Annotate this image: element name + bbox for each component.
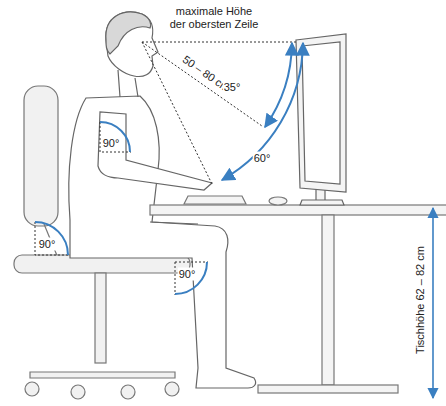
angle-label: 60° <box>253 152 272 165</box>
note-label: maximale Höhe der obersten Zeile <box>167 5 261 31</box>
sight-lines <box>142 42 296 184</box>
angle-label: 90° <box>178 268 197 281</box>
dimension-arrow <box>432 208 434 398</box>
angle-arcs <box>222 43 303 180</box>
right-angles <box>35 122 208 295</box>
angle-label: 90° <box>38 238 57 251</box>
person <box>69 12 256 388</box>
angle-label: 90° <box>102 137 121 150</box>
angle-label: 35° <box>223 81 242 94</box>
dimension-label: Tischhöhe 62 – 82 cm <box>414 245 427 355</box>
monitor <box>296 34 346 205</box>
desk <box>150 196 446 393</box>
